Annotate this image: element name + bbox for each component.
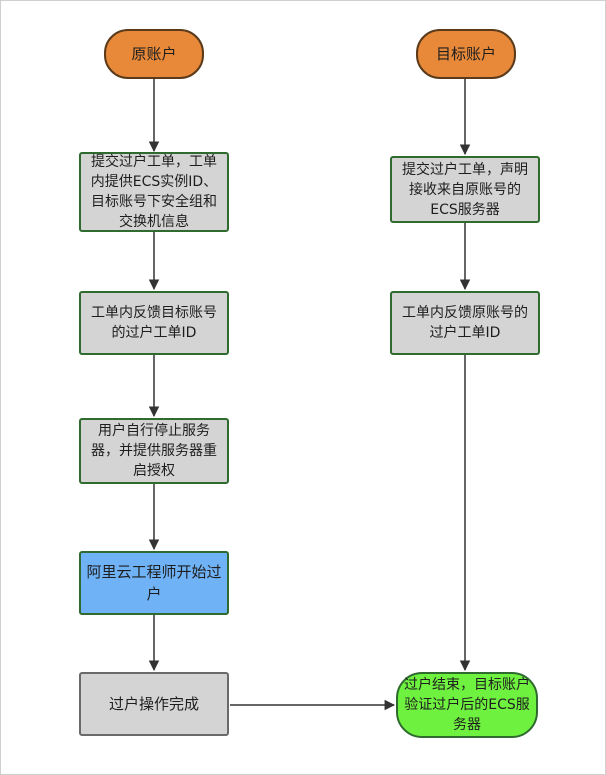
node-transfer-end-verify: 过户结束，目标账户验证过户后的ECS服务器 (396, 672, 538, 738)
node-stop-server-authorize-label: 用户自行停止服务器，并提供服务器重启授权 (91, 423, 217, 479)
node-target-account-label: 目标账户 (435, 45, 496, 63)
node-feedback-target-ticket-id-label: 工单内反馈目标账号的过户工单ID (91, 305, 217, 341)
node-source-account: 原账户 (104, 29, 204, 79)
node-transfer-end-verify-label: 过户结束，目标账户验证过户后的ECS服务器 (404, 677, 530, 733)
node-target-account: 目标账户 (416, 29, 516, 79)
node-submit-ticket-source-label: 提交过户工单，工单内提供ECS实例ID、目标账号下安全组和交换机信息 (90, 154, 218, 230)
node-stop-server-authorize: 用户自行停止服务器，并提供服务器重启授权 (79, 418, 229, 484)
node-submit-ticket-target-label: 提交过户工单，声明接收来自原账号的ECS服务器 (402, 161, 528, 218)
node-submit-ticket-source: 提交过户工单，工单内提供ECS实例ID、目标账号下安全组和交换机信息 (79, 152, 229, 232)
node-transfer-complete: 过户操作完成 (79, 672, 229, 736)
node-transfer-complete-label: 过户操作完成 (108, 695, 199, 713)
node-feedback-target-ticket-id: 工单内反馈目标账号的过户工单ID (79, 291, 229, 355)
node-feedback-source-ticket-id: 工单内反馈原账号的过户工单ID (390, 291, 540, 355)
node-engineer-start-transfer-label: 阿里云工程师开始过户 (86, 563, 222, 603)
node-submit-ticket-target: 提交过户工单，声明接收来自原账号的ECS服务器 (390, 156, 540, 223)
node-feedback-source-ticket-id-label: 工单内反馈原账号的过户工单ID (402, 305, 528, 341)
node-source-account-label: 原账户 (131, 45, 177, 63)
node-engineer-start-transfer: 阿里云工程师开始过户 (79, 551, 229, 615)
